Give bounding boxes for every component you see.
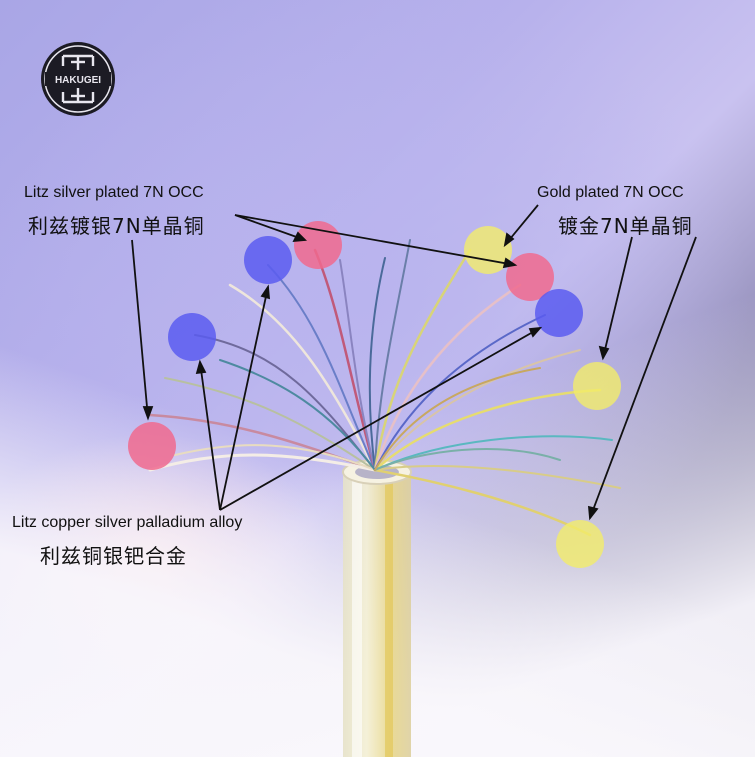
blue-dot xyxy=(168,313,216,361)
yellow-dot xyxy=(573,362,621,410)
litz-silver-label-cn: 利兹镀银7N单晶铜 xyxy=(28,214,205,238)
wire-strands xyxy=(148,239,621,537)
gold-label-en: Gold plated 7N OCC xyxy=(537,184,684,201)
red-dot xyxy=(294,221,342,269)
hakugei-logo: HAKUGEI xyxy=(39,40,117,118)
red-dot xyxy=(506,253,554,301)
marker-dots xyxy=(128,221,621,568)
gold-label-cn: 镀金7N单晶铜 xyxy=(558,214,693,238)
blue-dot xyxy=(535,289,583,337)
litz-copper-label-en: Litz copper silver palladium alloy xyxy=(12,514,243,531)
pointer-lines xyxy=(131,204,697,521)
logo-emblem-icon: HAKUGEI xyxy=(41,42,115,116)
red-dot xyxy=(128,422,176,470)
cable-jacket xyxy=(342,459,412,757)
yellow-dot xyxy=(556,520,604,568)
litz-copper-label-cn: 利兹铜银钯合金 xyxy=(40,544,187,568)
logo-text: HAKUGEI xyxy=(55,75,101,86)
litz-silver-label-en: Litz silver plated 7N OCC xyxy=(24,184,204,201)
blue-dot xyxy=(244,236,292,284)
